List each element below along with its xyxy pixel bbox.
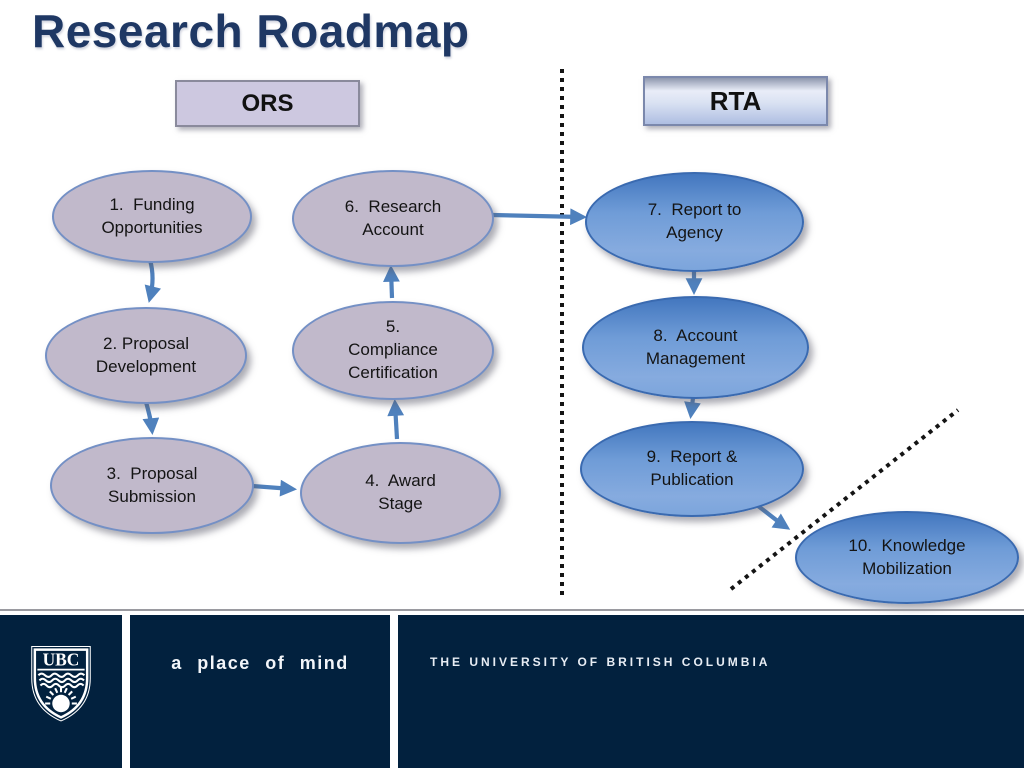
node-label: 5. Compliance Certification [348,317,438,382]
rta-header-label: RTA [709,85,762,116]
footer-tagline-panel: a place of mind [130,615,390,768]
footer: UBC [0,609,1024,768]
node-compliance-certification: 5. Compliance Certification [292,301,494,400]
footer-university-name: THE UNIVERSITY OF BRITISH COLUMBIA [430,655,771,669]
ubc-logo-text: UBC [43,650,80,670]
node-award-stage: 4. Award Stage [300,442,501,544]
node-proposal-submission: 3. Proposal Submission [50,437,254,534]
ubc-logo-panel: UBC [0,615,122,768]
node-label: 4. Award Stage [365,471,436,513]
node-label: 3. Proposal Submission [106,463,198,506]
arrow-2-to-3 [142,401,160,436]
rta-header-box: RTA [643,76,828,126]
node-account-management: 8. Account Management [582,296,809,399]
connector-layer [142,69,960,600]
node-label: 6. Research Account [344,196,442,239]
node-label: 1. Funding Opportunities [101,194,203,237]
diagonal-dotted-divider [729,408,960,591]
footer-divider [0,609,1024,611]
page-title: Research Roadmap [32,5,470,57]
arrow-4-to-5 [387,398,405,440]
arrow-8-to-9 [684,397,701,420]
node-funding-opportunities: 1. Funding Opportunities [52,170,252,263]
ors-header-label: ORS [241,89,294,117]
node-label: 9. Report & Publication [646,447,738,489]
footer-panels: UBC [0,615,1024,768]
node-research-account: 6. Research Account [292,170,494,267]
node-report-and-publication: 9. Report & Publication [580,421,804,517]
node-label: 7. Report to Agency [647,200,742,242]
node-report-to-agency: 7. Report to Agency [585,172,804,272]
arrow-6-to-7 [491,208,588,226]
node-label: 8. Account Management [645,325,746,368]
ubc-shield-logo-icon: UBC [31,646,91,722]
arrow-5-to-6 [383,264,400,299]
node-label: 10. Knowledge Mobilization [848,535,966,578]
footer-university-panel: THE UNIVERSITY OF BRITISH COLUMBIA [398,615,1024,768]
arrow-1-to-2 [144,259,161,303]
node-knowledge-mobilization: 10. Knowledge Mobilization [795,511,1019,604]
ors-header-box: ORS [175,80,360,127]
footer-tagline: a place of mind [171,653,349,673]
arrow-3-to-4 [251,479,298,497]
node-label: 2. Proposal Development [95,333,197,376]
node-proposal-development: 2. Proposal Development [45,307,247,404]
